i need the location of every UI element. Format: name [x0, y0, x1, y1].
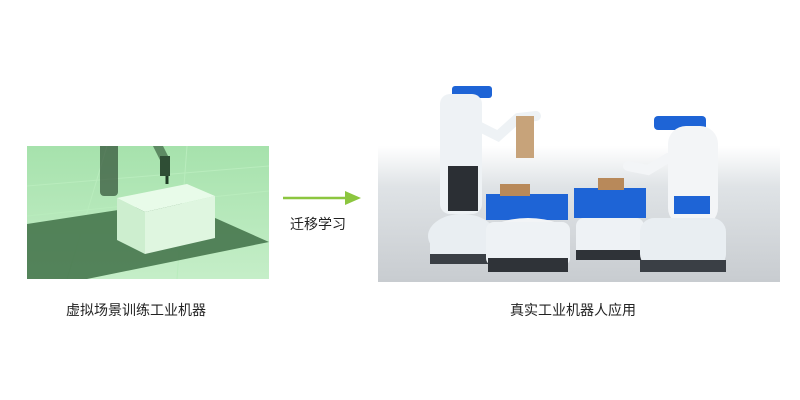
simulated-robot-arm: [100, 146, 170, 196]
real-robots-image: [378, 86, 780, 282]
simulation-caption: 虚拟场景训练工业机器: [66, 303, 206, 319]
transfer-arrow: [283, 191, 361, 205]
simulation-scene-image: [27, 146, 269, 279]
tall-robot-right: [623, 116, 726, 272]
tall-robot-left: [428, 86, 541, 264]
center-right-robot-with-bin: [574, 178, 646, 260]
real-application-caption: 真实工业机器人应用: [510, 303, 636, 319]
center-robot-with-bin: [486, 184, 570, 272]
simulated-box: [117, 184, 215, 254]
arrow-label: 迁移学习: [290, 217, 346, 233]
